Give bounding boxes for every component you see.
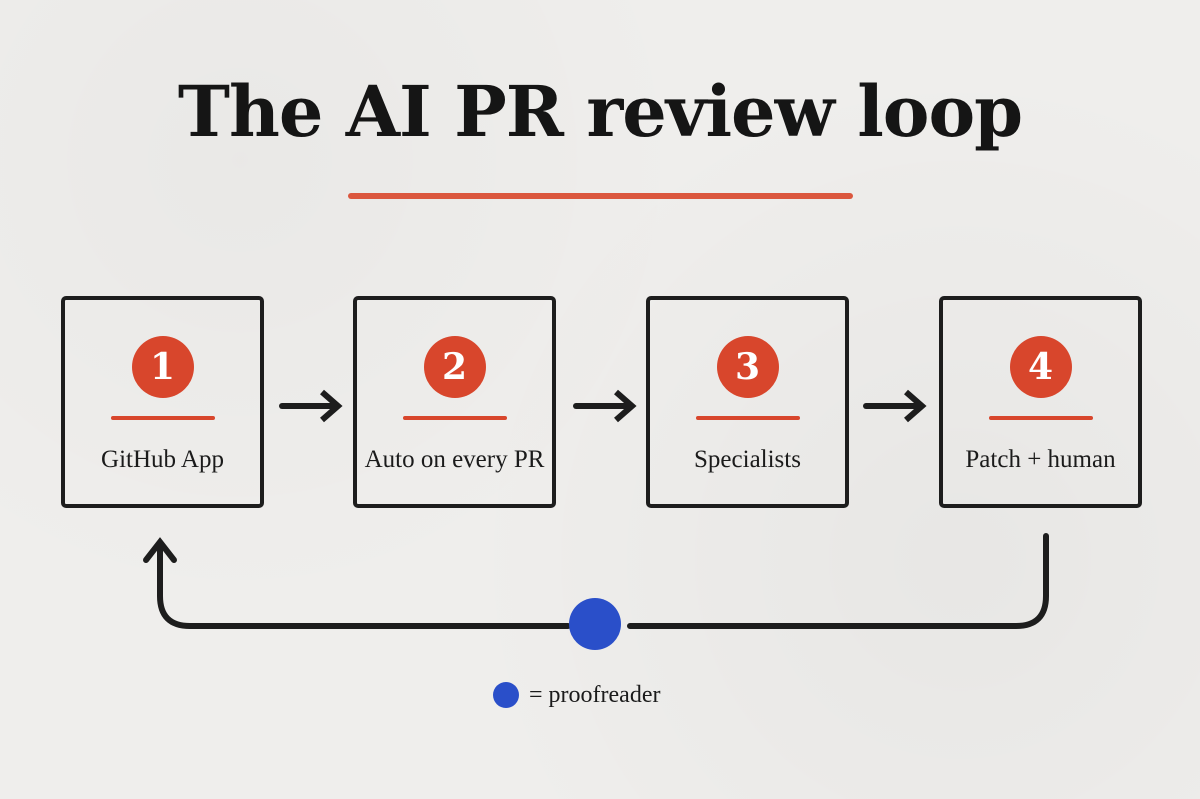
step-box-4: 4 Patch + human — [939, 296, 1142, 508]
step-label: Specialists — [694, 446, 801, 473]
legend-text: = proofreader — [529, 681, 661, 708]
diagram-title: The AI PR review loop — [177, 70, 1023, 153]
arrow-2-to-3-head — [614, 389, 637, 423]
feedback-loop-arrowhead — [143, 537, 177, 563]
step-number-badge: 3 — [716, 336, 779, 398]
step-rule — [110, 416, 215, 420]
step-label: GitHub App — [101, 446, 224, 473]
arrow-3-to-4-head — [904, 389, 927, 423]
step-rule — [402, 416, 507, 420]
legend: = proofreader — [493, 680, 660, 710]
proofreader-dot — [569, 598, 621, 650]
step-number-badge: 4 — [1009, 336, 1072, 398]
step-number-badge: 2 — [423, 336, 486, 398]
step-box-1: 1 GitHub App — [61, 296, 264, 508]
step-box-3: 3 Specialists — [646, 296, 849, 508]
step-rule — [695, 416, 800, 420]
proofreader-legend-dot-icon — [493, 682, 519, 708]
feedback-loop-line — [157, 533, 1049, 629]
arrow-1-to-2-head — [320, 389, 343, 423]
step-number-badge: 1 — [131, 336, 194, 398]
step-label: Patch + human — [965, 446, 1116, 473]
title-underline — [348, 193, 853, 199]
step-rule — [988, 416, 1093, 420]
step-box-2: 2 Auto on every PR — [353, 296, 556, 508]
step-label: Auto on every PR — [364, 446, 545, 473]
